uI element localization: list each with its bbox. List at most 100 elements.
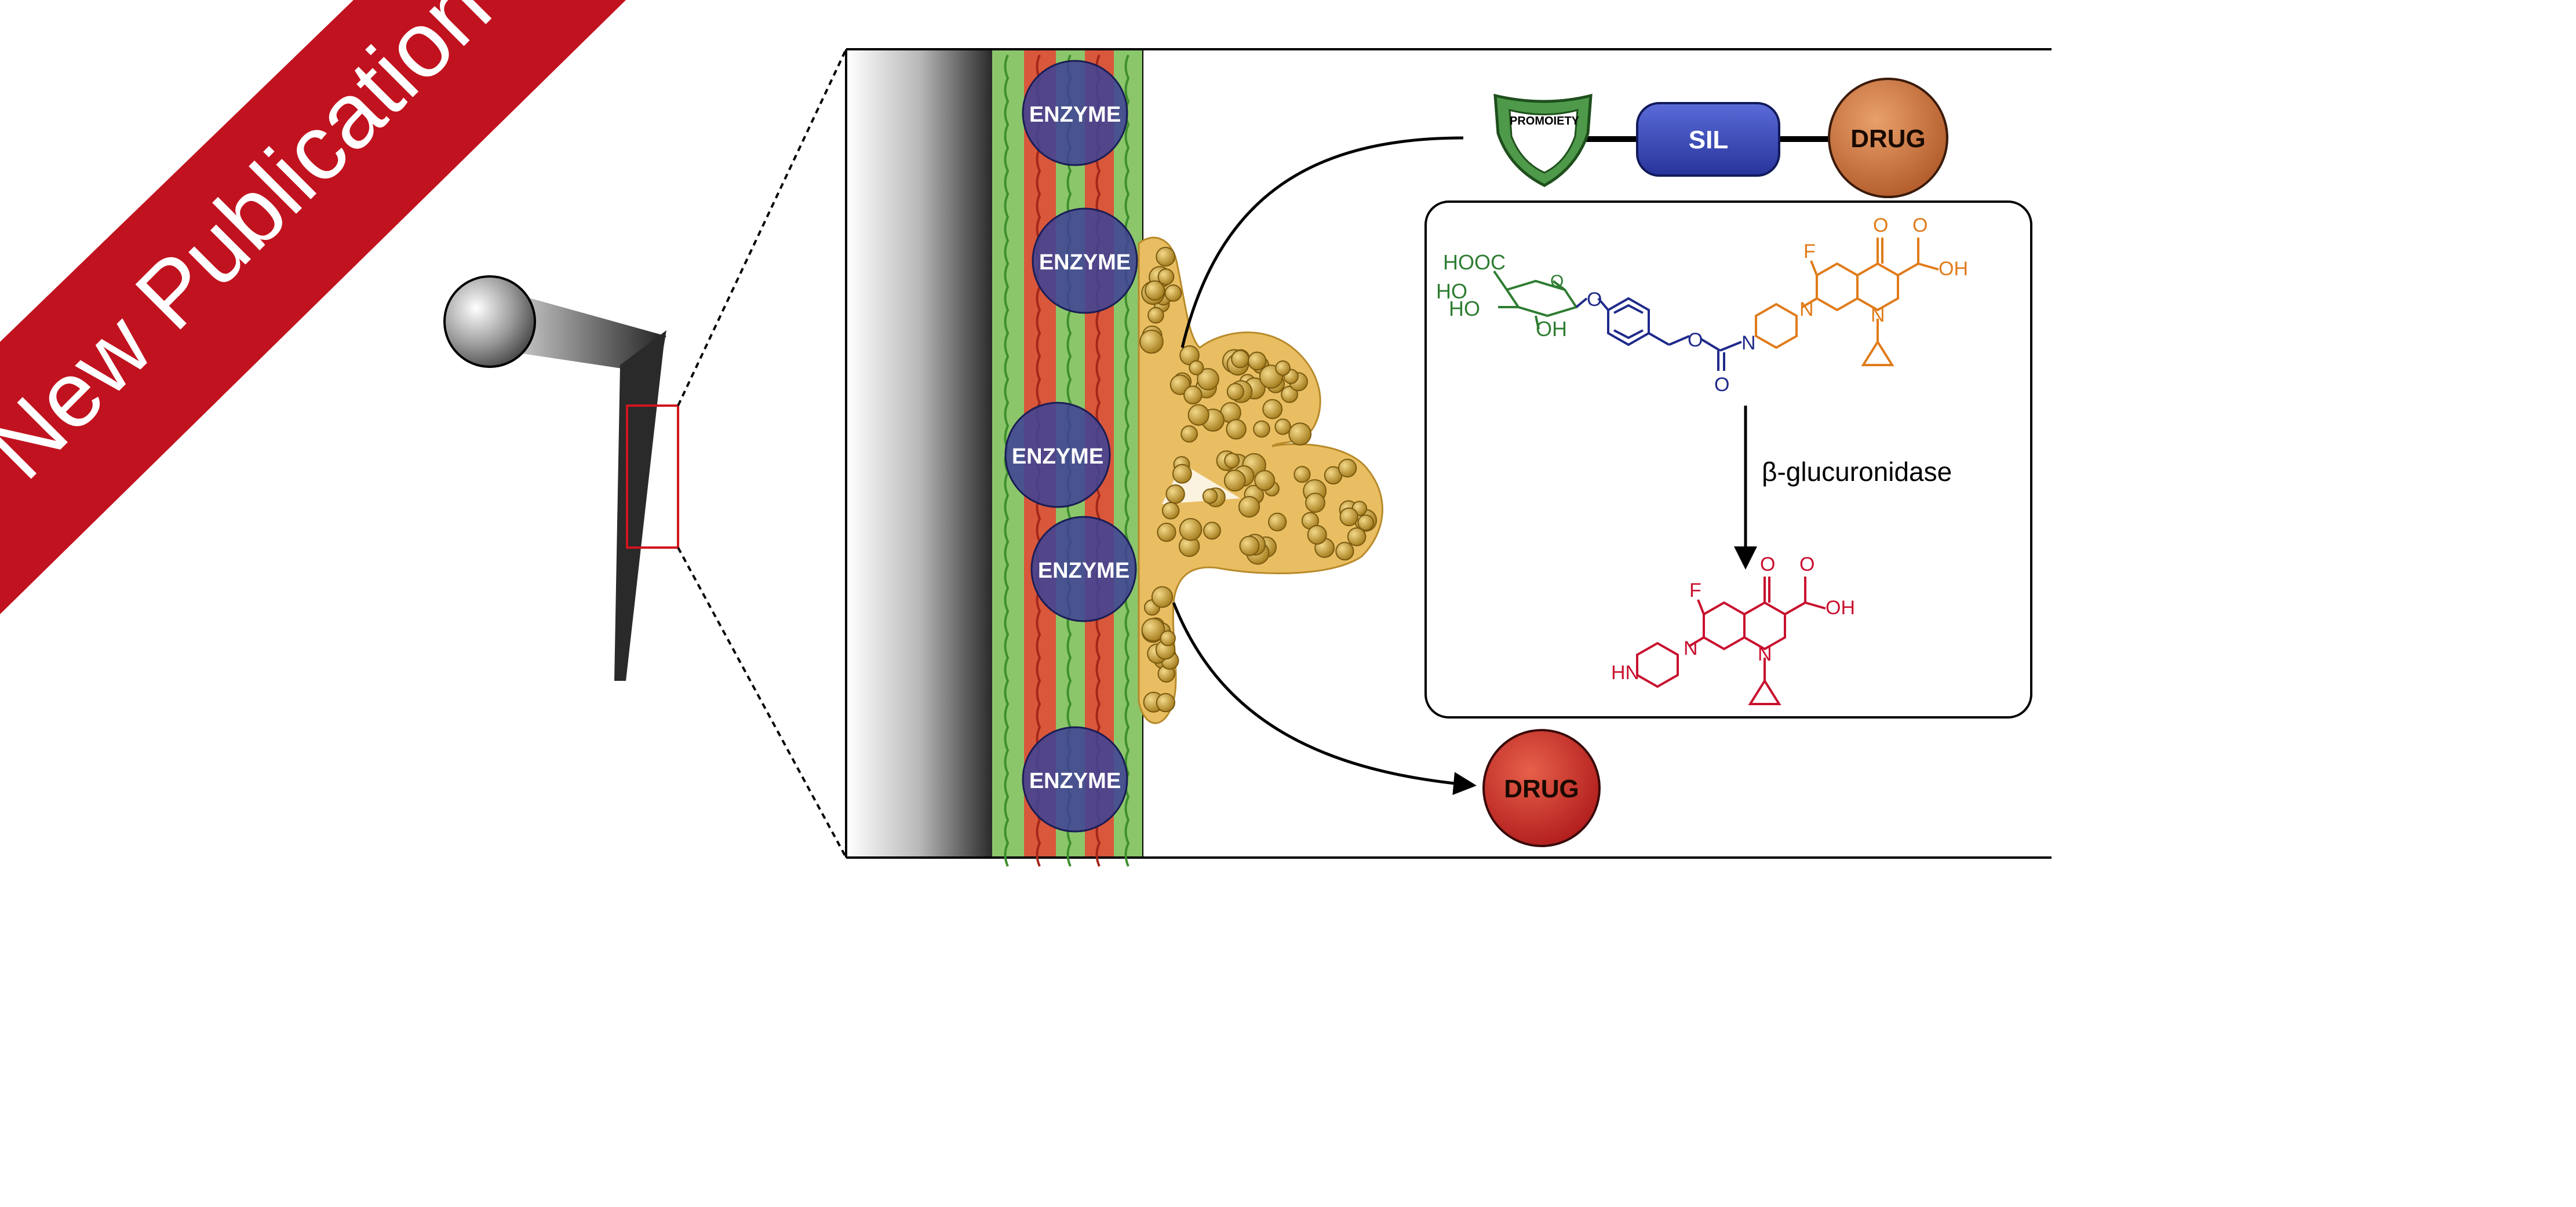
bacterium — [1189, 360, 1204, 375]
bacterium — [1180, 425, 1198, 443]
bacterium — [1202, 488, 1218, 504]
bacterium — [1275, 360, 1291, 376]
enzyme-2: ENZYME — [1032, 207, 1138, 314]
atom-o-acid: O — [1912, 214, 1928, 236]
enzyme-1-label: ENZYME — [1029, 103, 1121, 127]
promoiety-shield-inner — [1509, 109, 1579, 174]
bacterium — [1183, 385, 1203, 405]
sil-label: SIL — [1689, 126, 1728, 154]
atom-o-ring: O — [1550, 272, 1564, 291]
atom-oh-sugar: OH — [1536, 317, 1567, 341]
enzyme-1-body — [1022, 60, 1128, 166]
bacterium — [1179, 518, 1203, 541]
atom-n-piperazine: N — [1799, 298, 1814, 320]
bacterium — [1164, 284, 1182, 302]
fluoro-bond — [1810, 260, 1818, 276]
sugar-bond-1 — [1493, 270, 1508, 291]
bacterium — [1156, 247, 1176, 267]
layer-strand — [1124, 54, 1130, 867]
bacterium — [1262, 399, 1283, 420]
bacteria-cluster — [1139, 247, 1378, 713]
coating-layers — [992, 50, 1143, 867]
bacterium — [1307, 525, 1327, 545]
enzyme-5-label: ENZYME — [1029, 769, 1121, 793]
product-acid-oh — [1805, 601, 1826, 610]
reaction-box — [1424, 200, 2032, 719]
enzyme-4: ENZYME — [1030, 516, 1137, 622]
atom-o-carbamate: O — [1688, 329, 1703, 351]
bacterium — [1335, 542, 1354, 561]
promoiety-shield: PROMOIETY — [1493, 93, 1593, 187]
cyclopropyl — [1861, 340, 1894, 366]
enzyme-name-label: β-glucuronidase — [1762, 457, 1952, 487]
bacterium — [1288, 422, 1312, 446]
bacterium — [1338, 458, 1357, 477]
carbonyl-c-n — [1719, 341, 1742, 352]
benzene-inner — [1613, 304, 1644, 340]
drug-payload: DRUG — [1828, 78, 1948, 198]
bacterium — [1248, 351, 1267, 371]
product-atom-o-acid: O — [1799, 553, 1815, 575]
piperazine-ring — [1755, 302, 1798, 349]
bacterium — [1253, 420, 1270, 438]
bacterium — [1139, 329, 1164, 354]
atom-hooc: HOOC — [1443, 250, 1506, 274]
enzyme-4-body — [1030, 516, 1137, 622]
hip-implant — [443, 275, 679, 681]
atom-o-carbonyl: O — [1714, 374, 1729, 396]
atom-ho-1: HO — [1436, 279, 1467, 303]
prodrug-construct: PROMOIETY SIL DRUG — [1493, 78, 1948, 198]
product-atom-hn: HN — [1611, 662, 1639, 684]
product-atom-f: F — [1689, 579, 1701, 601]
implant-surface — [847, 50, 992, 856]
pip-n-bond — [1801, 297, 1818, 308]
bacterium — [1147, 307, 1164, 324]
product-ring-b — [1744, 601, 1786, 651]
enzyme-4-label: ENZYME — [1038, 559, 1129, 583]
bacterium — [1169, 374, 1191, 395]
acid-bond — [1897, 262, 1919, 276]
enzymes: ENZYME ENZYME ENZYME ENZYME ENZYME — [1004, 60, 1138, 833]
reaction-scheme: HOOC HO HO OH O O O O N — [1424, 200, 2032, 719]
bacterium — [1347, 527, 1367, 546]
o-carbonyl-bond — [1700, 338, 1721, 352]
benzyl-bond — [1648, 332, 1670, 346]
atom-oh-acid: OH — [1939, 258, 1968, 280]
benzyl-linker — [1575, 297, 1742, 371]
enzyme-3-label: ENZYME — [1012, 444, 1103, 469]
sugar-bond-4 — [1552, 280, 1566, 291]
released-drug-circle — [1482, 729, 1601, 847]
bacterium — [1165, 484, 1185, 504]
atom-o-ketone: O — [1873, 214, 1888, 236]
product-piperazine — [1636, 641, 1679, 688]
implant-neck — [510, 293, 666, 371]
sil-linker: SIL — [1636, 102, 1780, 177]
enzyme-2-label: ENZYME — [1039, 250, 1131, 275]
quinolone-ring-b — [1857, 262, 1899, 312]
implant-ball — [443, 275, 536, 368]
bacterium — [1238, 496, 1260, 518]
ether-bond-2 — [1597, 297, 1609, 311]
released-drug-label: DRUG — [1504, 775, 1579, 803]
bacterium — [1172, 464, 1192, 484]
implant-stem — [614, 330, 666, 681]
bacterium — [1145, 280, 1165, 301]
release-arc-bottom — [1172, 602, 1477, 796]
atom-o-ether: O — [1587, 289, 1602, 311]
enzyme-3-body — [1004, 402, 1111, 508]
sugar-bond-3 — [1535, 315, 1540, 330]
product-acid — [1784, 601, 1806, 615]
biofilm — [1138, 236, 1383, 724]
atom-n-ring: N — [1871, 304, 1885, 326]
zoom-line-top — [677, 49, 847, 406]
bacterium — [1226, 382, 1244, 401]
bacterium — [1294, 466, 1311, 483]
released-drug: DRUG — [1482, 729, 1601, 847]
ether-bond — [1575, 297, 1588, 308]
ch2-o-bond — [1668, 335, 1690, 346]
bacterium — [1151, 586, 1174, 608]
bacterium — [1187, 404, 1209, 426]
zoom-region — [626, 404, 679, 549]
ciprofloxacin-core — [1755, 238, 1939, 366]
